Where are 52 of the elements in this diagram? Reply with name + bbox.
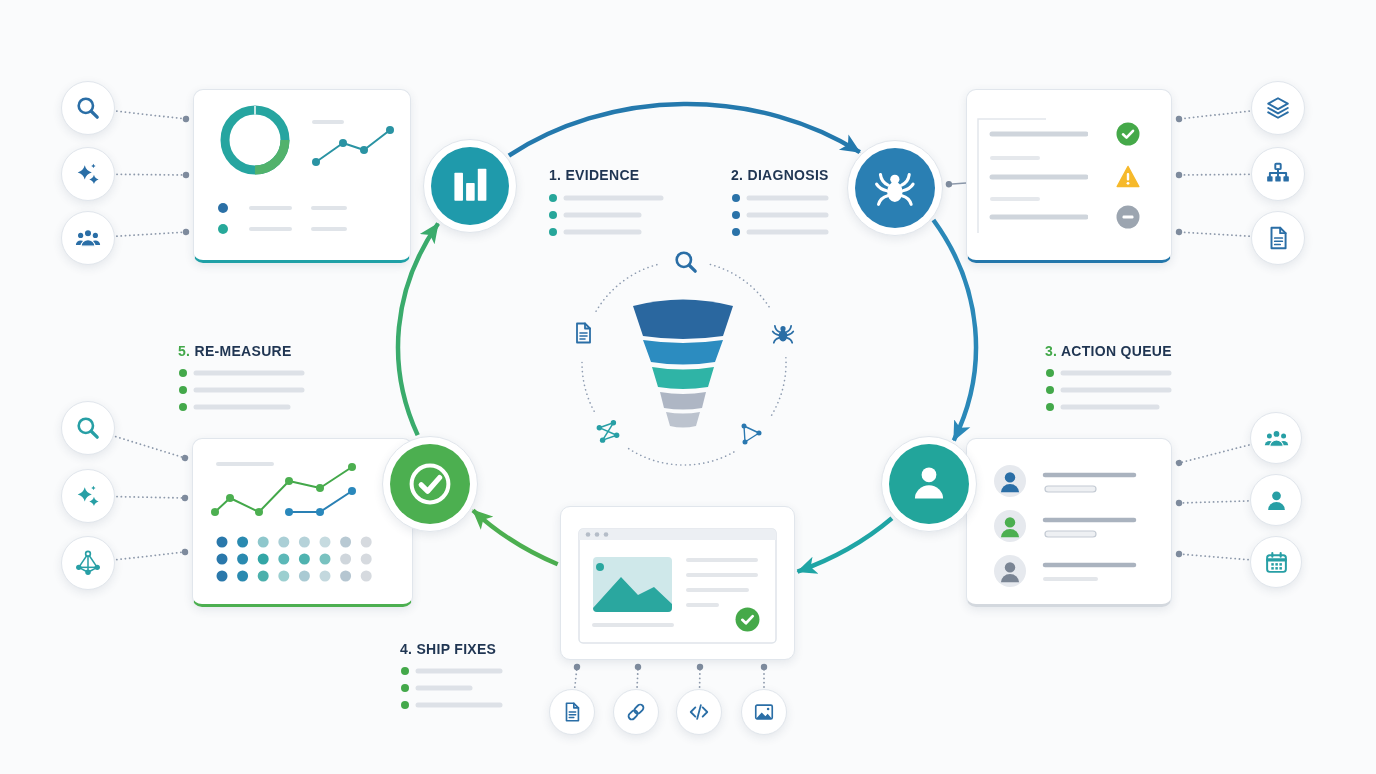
hierarchy-icon: [1251, 147, 1305, 201]
leader-line: [1175, 550, 1249, 561]
people-icon: [61, 211, 115, 265]
document-icon: [1251, 211, 1305, 265]
step-title: 2. DIAGNOSIS: [731, 167, 829, 183]
sparkle-icon: [61, 469, 115, 523]
sparkle-icon: [61, 147, 115, 201]
layers-icon: [1251, 81, 1305, 135]
cycle-arrow: [507, 102, 861, 158]
people-icon: [1250, 412, 1302, 464]
person-icon: [881, 436, 977, 532]
search-icon: [61, 401, 115, 455]
checklist-card: [966, 89, 1172, 263]
cycle-arrow: [931, 218, 978, 442]
leader-line: [1175, 444, 1250, 467]
person-icon: [1250, 474, 1302, 526]
link-icon: [613, 689, 659, 735]
step-title: 4. SHIP FIXES: [400, 641, 497, 657]
leader-line: [116, 228, 190, 238]
leader-line: [1175, 110, 1251, 123]
leader-line: [573, 663, 581, 689]
document-icon: [549, 689, 595, 735]
calendar-icon: [1250, 536, 1302, 588]
leader-line: [114, 435, 189, 462]
team-list-card: [966, 438, 1172, 607]
leader-line: [760, 663, 768, 688]
search-icon: [61, 81, 115, 135]
bug-icon: [847, 140, 943, 236]
step-title: 5. RE-MEASURE: [178, 343, 292, 359]
leader-line: [1175, 171, 1250, 179]
leader-line: [696, 663, 704, 688]
code-icon: [676, 689, 722, 735]
leader-line: [115, 110, 190, 123]
leader-line: [634, 663, 642, 688]
analytics-card: [192, 438, 413, 607]
step-title: 1. EVIDENCE: [549, 167, 640, 183]
image-icon: [741, 689, 787, 735]
step-title: 3. ACTION QUEUE: [1045, 343, 1172, 359]
check-icon: [382, 436, 478, 532]
leader-line: [945, 181, 967, 188]
bar-chart-icon: [423, 139, 517, 233]
leader-line: [1175, 499, 1249, 507]
leader-line: [1175, 228, 1250, 238]
leader-line: [116, 171, 190, 179]
dashboard-card: [193, 89, 411, 263]
cycle-arrow: [395, 222, 441, 436]
leader-line: [115, 548, 189, 561]
cycle-arrow: [471, 508, 559, 567]
cycle-arrow: [796, 516, 894, 574]
network-icon: [61, 536, 115, 590]
browser-card: [560, 506, 795, 660]
leader-line: [116, 494, 189, 502]
